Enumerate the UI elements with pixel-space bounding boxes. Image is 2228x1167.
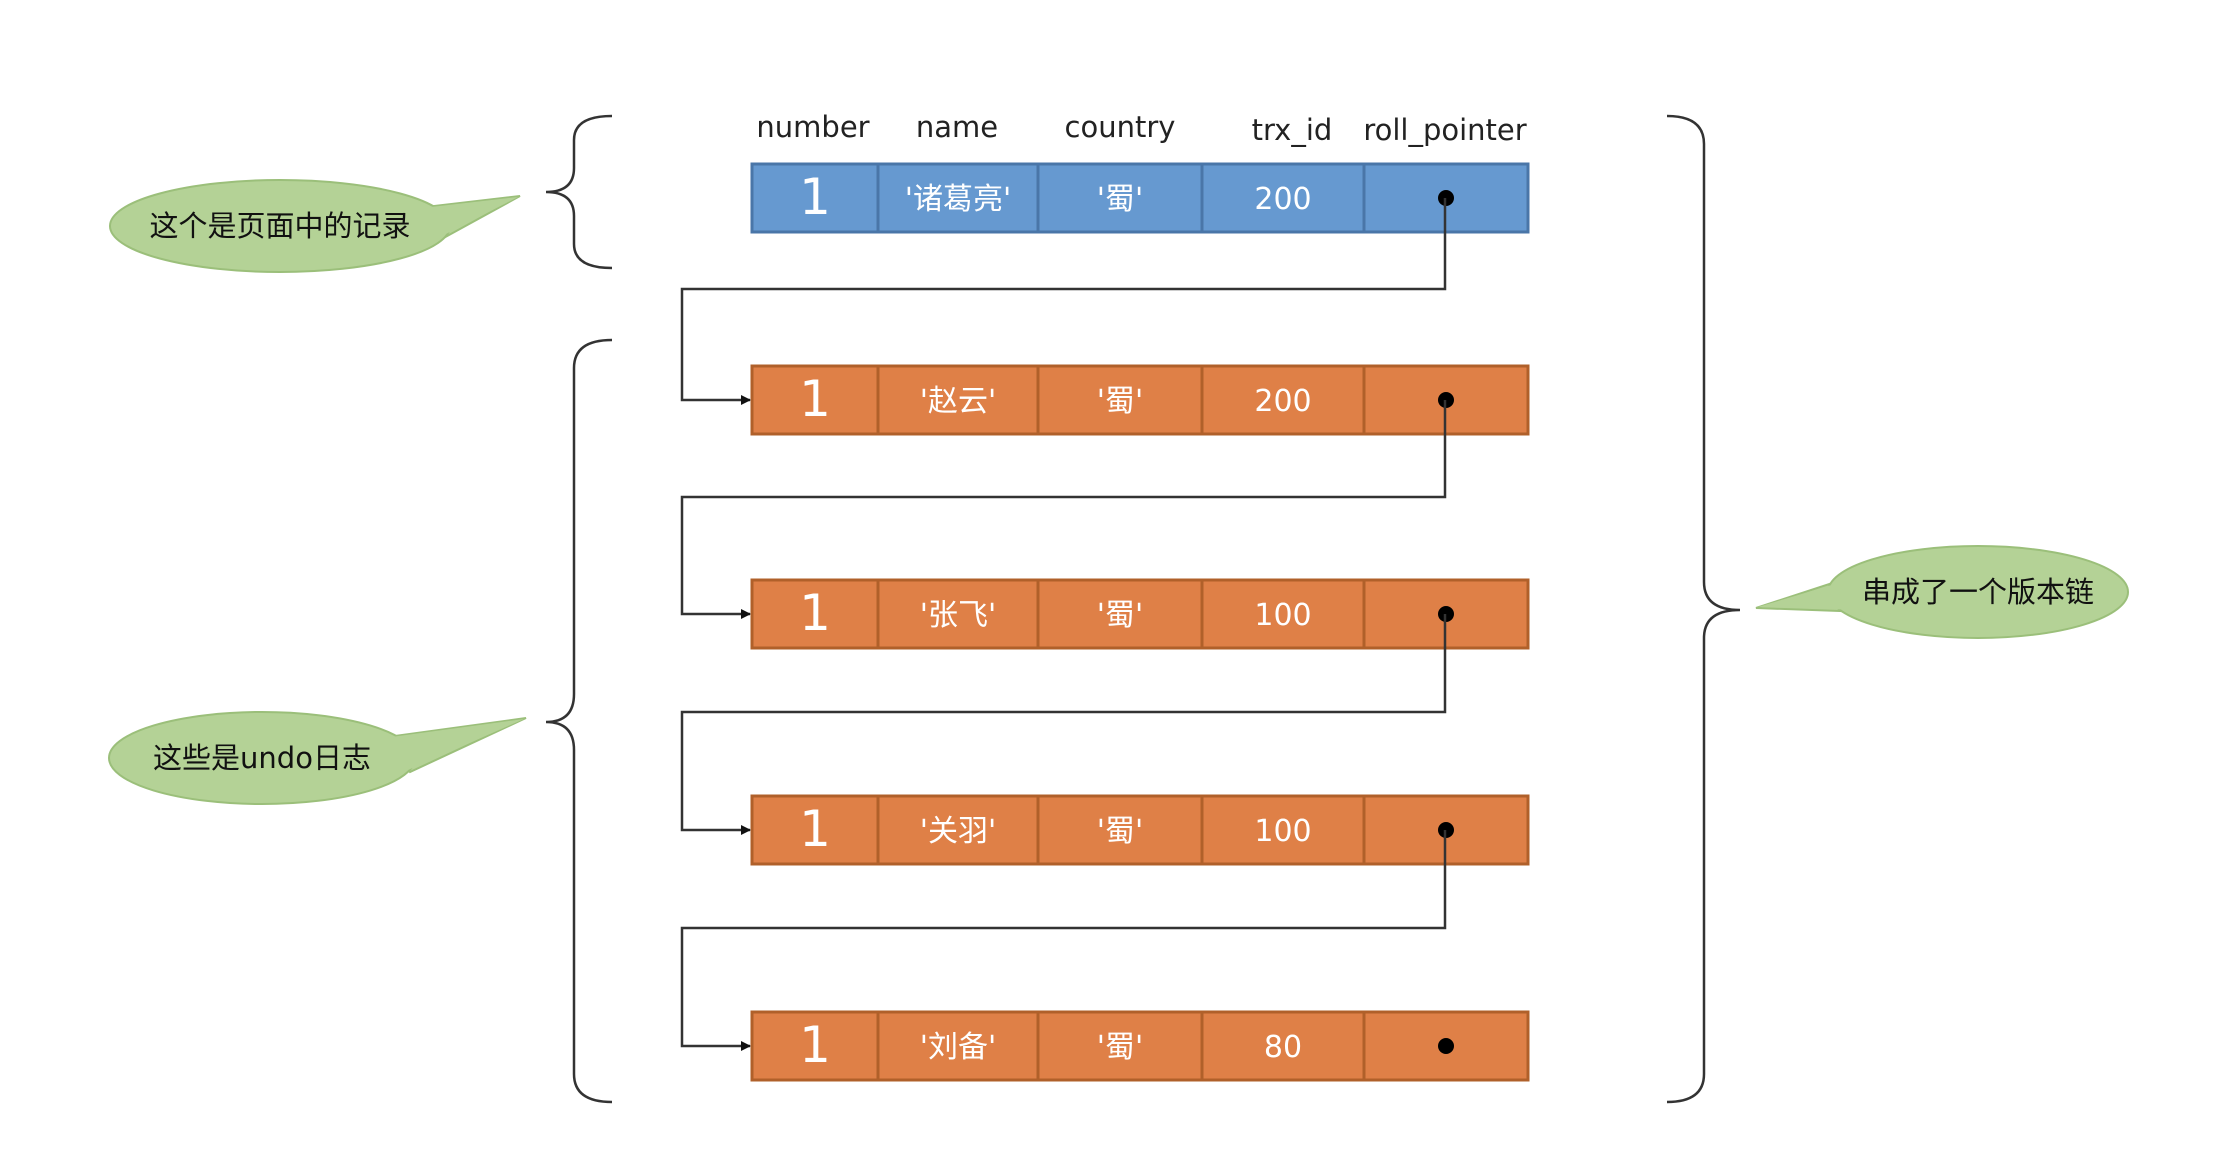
undo-record-row-3: 1 '关羽' '蜀' 100 [750,794,1530,866]
record-trx-id: 200 [1254,182,1311,217]
record-number: 1 [799,168,831,226]
page-record-row: 1 '诸葛亮' '蜀' 200 [750,162,1530,234]
record-number: 1 [799,800,831,858]
record-country: '蜀' [1097,182,1144,217]
record-cell [876,364,1040,436]
column-header-name: name [916,110,998,144]
record-cell [1036,1010,1204,1082]
record-name: '关羽' [920,814,997,849]
page-record-brace [545,114,613,270]
column-header-country: country [1065,110,1176,144]
undo-record-row-4: 1 '刘备' '蜀' 80 [750,1010,1530,1082]
record-cell [876,578,1040,650]
record-trx-id: 80 [1264,1030,1302,1065]
undo-log-callout-text: 这些是undo日志 [153,741,371,775]
record-trx-id: 100 [1254,814,1311,849]
record-country: '蜀' [1097,814,1144,849]
record-cell [750,578,880,650]
record-cell [750,794,880,866]
roll-pointer-link [680,198,1447,405]
page-record-callout-text: 这个是页面中的记录 [149,209,410,243]
records-layer: 1 '诸葛亮' '蜀' 200 1 '赵云' '蜀' 200 1 '张飞' '蜀' 100 1 '关羽' '… [750,162,1530,1082]
undo-log-brace [545,338,613,1104]
record-country: '蜀' [1097,1030,1144,1065]
record-cell [876,1010,1040,1082]
version-chain-callout-text: 串成了一个版本链 [1862,575,2094,609]
undo-record-row-1: 1 '赵云' '蜀' 200 [750,364,1530,436]
record-name: '刘备' [920,1030,997,1065]
record-cell [1200,794,1366,866]
record-cell [750,1010,880,1082]
roll-pointer-link [680,400,1447,619]
version-chain-brace [1666,114,1741,1104]
record-number: 1 [799,1016,831,1074]
record-cell [750,364,880,436]
record-trx-id: 100 [1254,598,1311,633]
record-name: '张飞' [920,598,997,633]
chain-connectors [680,198,1447,1051]
record-cell [1200,364,1366,436]
record-country: '蜀' [1097,598,1144,633]
roll-pointer-link [680,830,1447,1051]
column-headers: number name country trx_id roll_pointer [756,110,1526,147]
record-cell [1036,364,1204,436]
undo-log-callout: 这些是undo日志 [108,711,527,805]
record-name: '赵云' [920,384,997,419]
roll-pointer-link [680,614,1447,835]
record-cell [1200,1010,1366,1082]
page-record-callout: 这个是页面中的记录 [109,179,521,273]
record-cell [750,162,880,234]
column-header-roll-pointer: roll_pointer [1363,113,1526,147]
record-cell [876,162,1040,234]
record-country: '蜀' [1097,384,1144,419]
record-cell [1036,794,1204,866]
column-header-trx-id: trx_id [1252,113,1333,147]
record-trx-id: 200 [1254,384,1311,419]
roll-pointer-dot [1438,1038,1454,1054]
record-cell [1036,162,1204,234]
column-header-number: number [756,110,869,144]
version-chain-callout: 串成了一个版本链 [1755,545,2129,639]
record-number: 1 [799,584,831,642]
record-name: '诸葛亮' [905,182,1012,217]
record-number: 1 [799,370,831,428]
record-cell [1036,578,1204,650]
undo-record-row-2: 1 '张飞' '蜀' 100 [750,578,1530,650]
